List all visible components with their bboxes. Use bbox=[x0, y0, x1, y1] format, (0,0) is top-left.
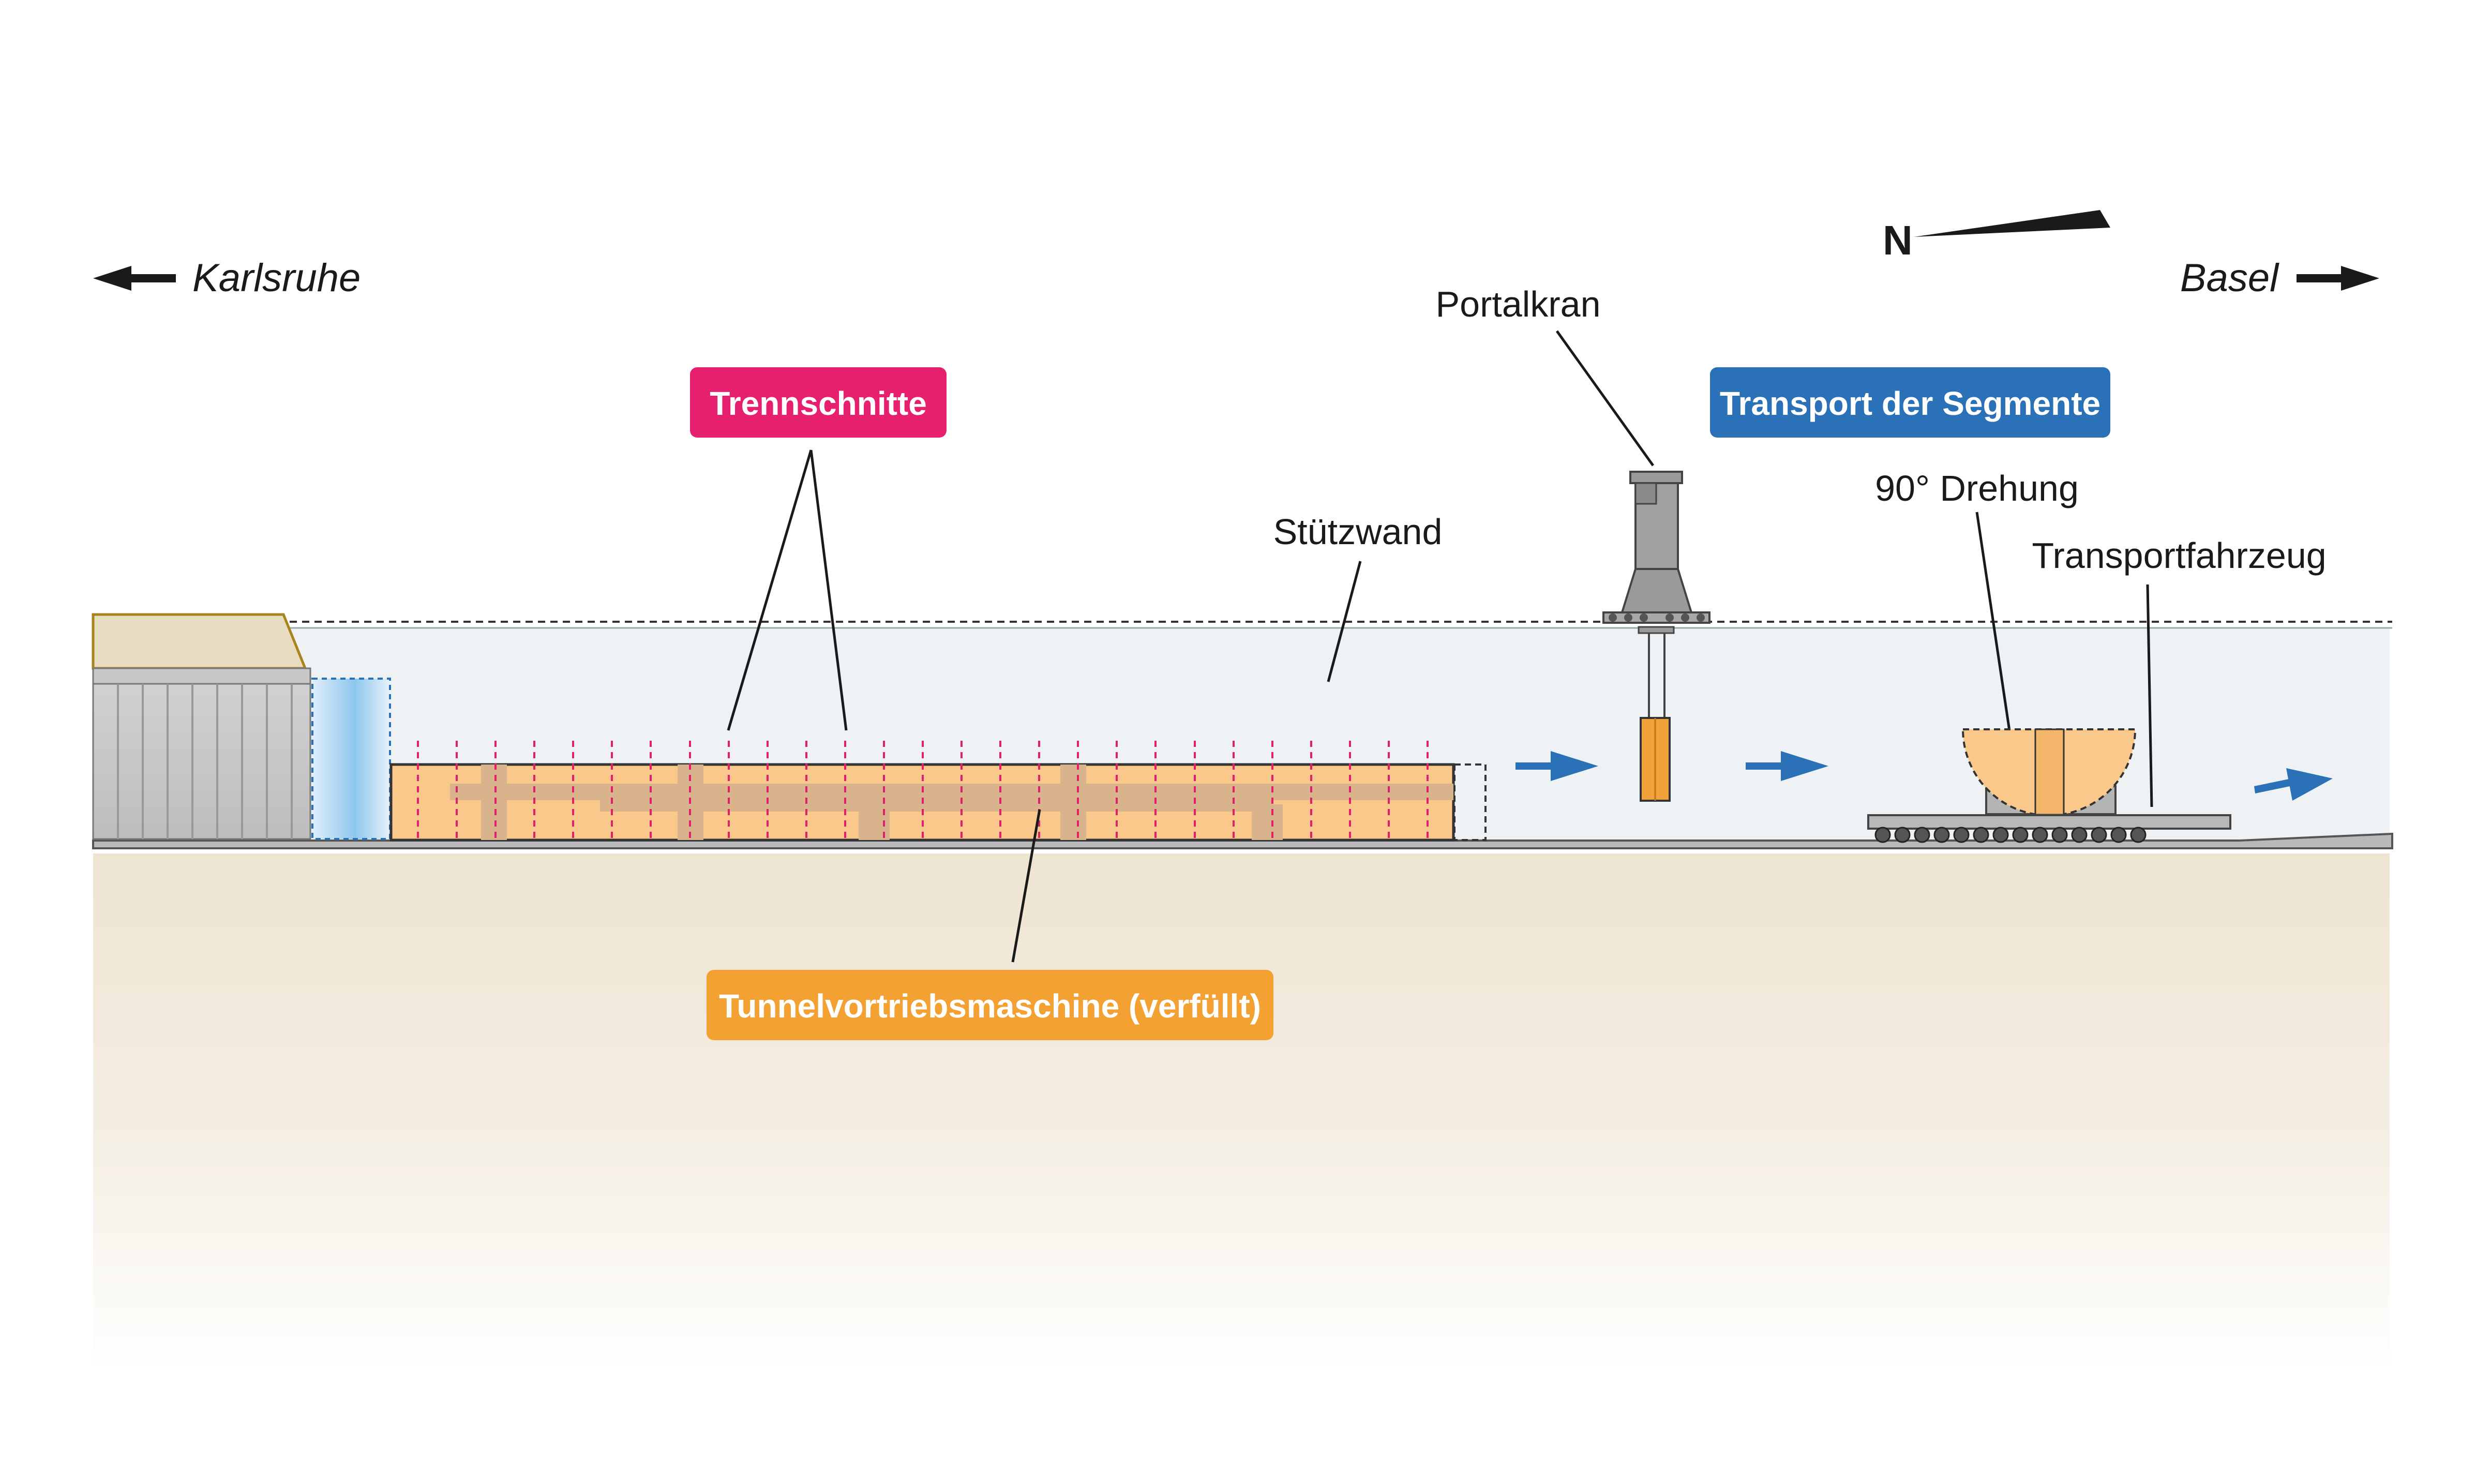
drehung-label: 90° Drehung bbox=[1875, 468, 2079, 508]
vehicle-wheel bbox=[2091, 827, 2107, 843]
transport-vehicle bbox=[1867, 512, 2231, 843]
frozen-soil-block bbox=[311, 678, 391, 840]
vehicle-wheel bbox=[1953, 827, 1970, 843]
north-arrow-icon: N bbox=[1883, 210, 2110, 263]
portal-crane bbox=[1555, 330, 1710, 802]
vehicle-wheel bbox=[1894, 827, 1911, 843]
flow-arrows bbox=[1515, 751, 2333, 801]
vehicle-wheels bbox=[1874, 827, 2147, 843]
leader-drehung bbox=[1975, 512, 2014, 748]
tbm-label: Tunnelvortriebsmaschine (verfüllt) bbox=[719, 987, 1261, 1025]
transportfahrzeug-label: Transportfahrzeug bbox=[2032, 535, 2326, 576]
vehicle-deck bbox=[1867, 814, 2231, 830]
station-building bbox=[92, 667, 311, 840]
flow-arrow-3-icon bbox=[2254, 768, 2333, 801]
tbm-removed-part bbox=[1453, 763, 1487, 841]
arrow-left-icon bbox=[93, 266, 176, 291]
transport-label: Transport der Segmente bbox=[1720, 385, 2100, 422]
building-ribs bbox=[117, 684, 293, 839]
trennschnitte-box bbox=[690, 367, 947, 438]
vehicle-wheel bbox=[1973, 827, 1989, 843]
leader-tbm bbox=[1011, 809, 1041, 963]
flow-arrow-2-icon bbox=[1746, 751, 1828, 781]
vehicle-wheel bbox=[2110, 827, 2127, 843]
leader-portalkran bbox=[1555, 330, 1655, 467]
vehicle-wheel bbox=[2071, 827, 2088, 843]
leader-stuetzwand bbox=[1327, 561, 1362, 682]
ground bbox=[93, 853, 2390, 1371]
vehicle-wheel bbox=[1933, 827, 1950, 843]
portalkran-label: Portalkran bbox=[1435, 284, 1600, 324]
vehicle-wheel bbox=[1874, 827, 1891, 843]
stuetzwand-label: Stützwand bbox=[1273, 512, 1443, 552]
city-karlsruhe: Karlsruhe bbox=[192, 256, 361, 300]
leader-transportfahrzeug bbox=[2146, 584, 2153, 807]
city-basel: Basel bbox=[2180, 256, 2279, 300]
tbm-box bbox=[707, 970, 1273, 1040]
vehicle-wheel bbox=[1914, 827, 1930, 843]
flow-arrow-1-icon bbox=[1515, 751, 1598, 781]
vehicle-wheel bbox=[1992, 827, 2009, 843]
vehicle-wheel bbox=[2051, 827, 2068, 843]
building-roof bbox=[92, 667, 311, 685]
vehicle-wheel bbox=[2012, 827, 2029, 843]
embankment bbox=[92, 613, 307, 670]
cut-lines bbox=[417, 741, 1429, 840]
arrow-right-icon bbox=[2297, 266, 2379, 291]
vehicle-wheel bbox=[2032, 827, 2048, 843]
trennschnitte-label: Trennschnitte bbox=[710, 385, 927, 422]
vehicle-wheel bbox=[2130, 827, 2147, 843]
leader-trennschnitte-1 bbox=[727, 449, 813, 731]
north-label: N bbox=[1883, 217, 1913, 263]
leader-trennschnitte-2 bbox=[809, 449, 848, 731]
transport-box bbox=[1710, 367, 2110, 438]
